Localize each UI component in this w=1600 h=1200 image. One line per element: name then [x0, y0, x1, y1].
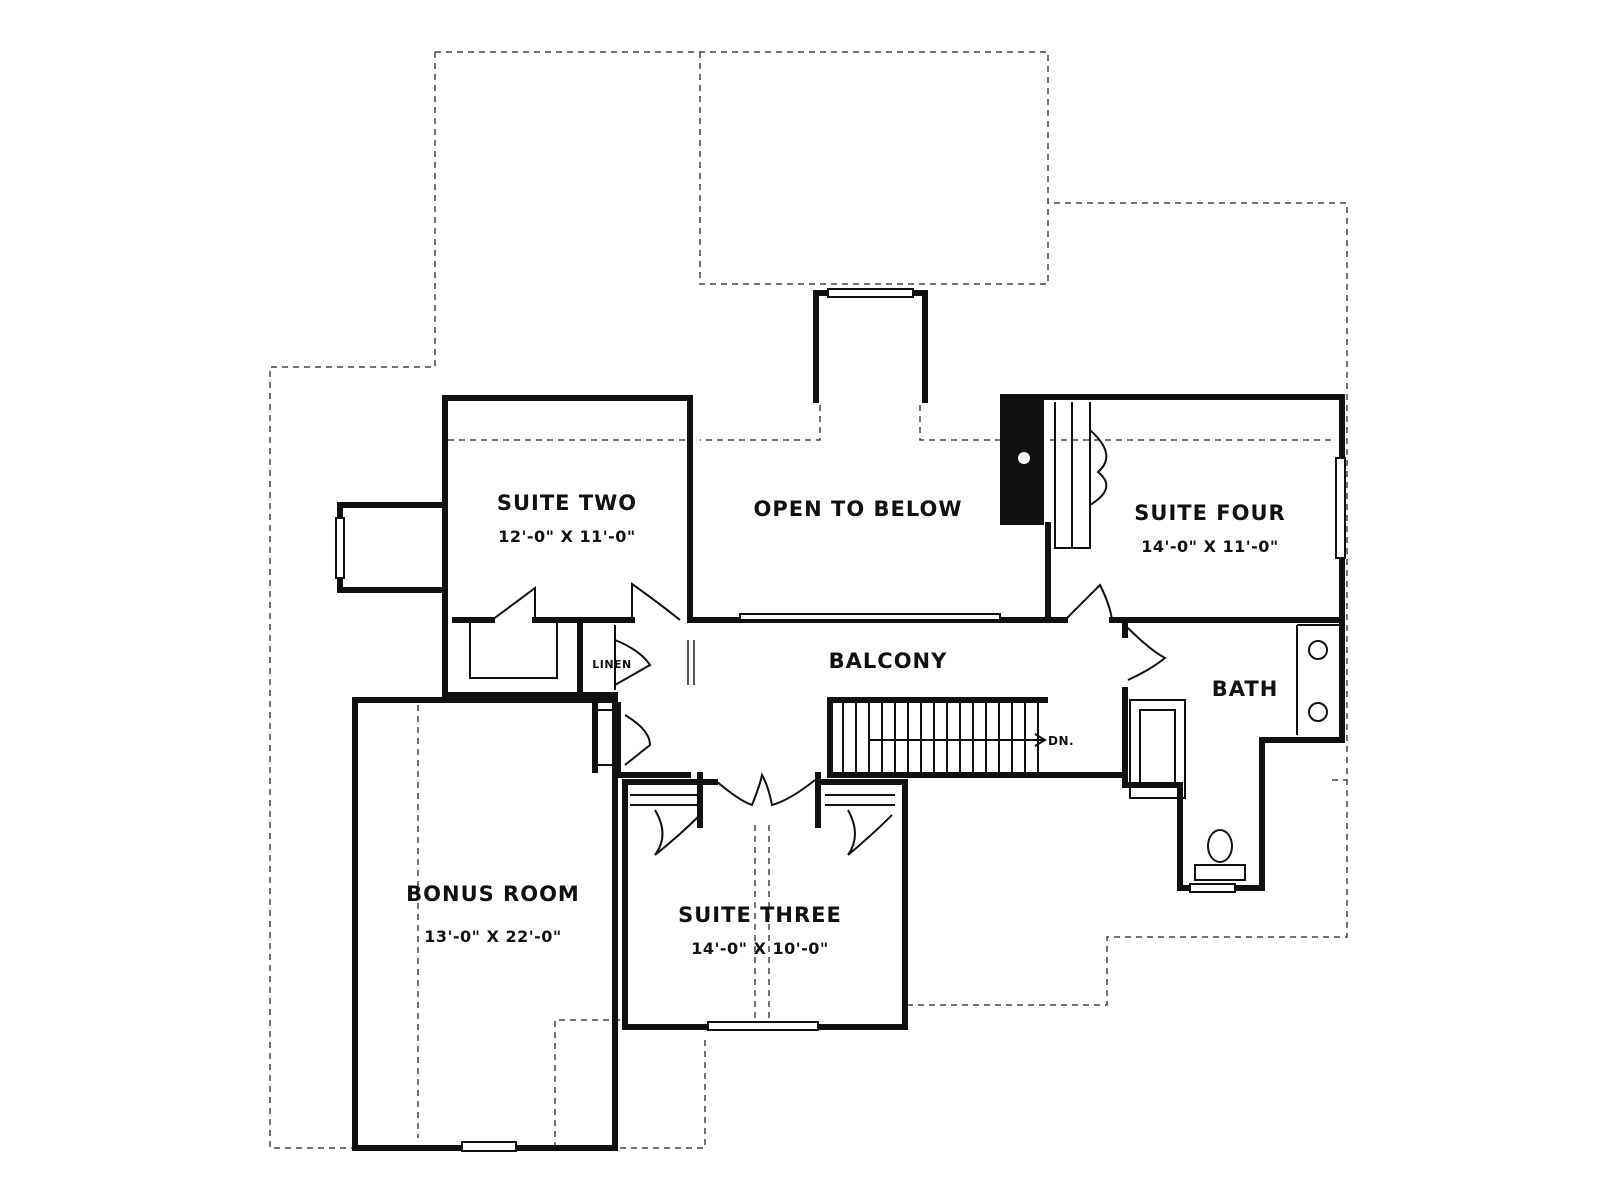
suite-three-label: SUITE THREE: [678, 903, 842, 927]
suite-four-label: SUITE FOUR: [1134, 501, 1285, 525]
suite-four-walls: [1000, 394, 1346, 741]
balcony-label: BALCONY: [829, 649, 948, 673]
room-labels: SUITE TWO 12'-0" X 11'-0" OPEN TO BELOW …: [406, 491, 1285, 958]
front-projection: [813, 288, 928, 403]
linen-label: LINEN: [592, 658, 632, 671]
stair: [827, 697, 1128, 778]
bonus-room-walls: [352, 697, 618, 1152]
suite-two-walls: [335, 395, 693, 698]
lower-floor-outline: [269, 51, 1348, 1149]
suite-three-walls: [622, 772, 908, 1031]
bath-walls: [1122, 617, 1345, 893]
open-to-below-label: OPEN TO BELOW: [754, 497, 963, 521]
suite-two-label: SUITE TWO: [497, 491, 637, 515]
bonus-room-size: 13'-0" X 22'-0": [424, 927, 562, 946]
suite-three-size: 14'-0" X 10'-0": [691, 939, 829, 958]
suite-four-size: 14'-0" X 11'-0": [1141, 537, 1279, 556]
stair-down-label: DN.: [1048, 734, 1074, 748]
open-to-below-area: [687, 613, 1051, 685]
suite-two-size: 12'-0" X 11'-0": [498, 527, 636, 546]
bath-label: BATH: [1212, 677, 1279, 701]
bonus-room-label: BONUS ROOM: [406, 882, 580, 906]
